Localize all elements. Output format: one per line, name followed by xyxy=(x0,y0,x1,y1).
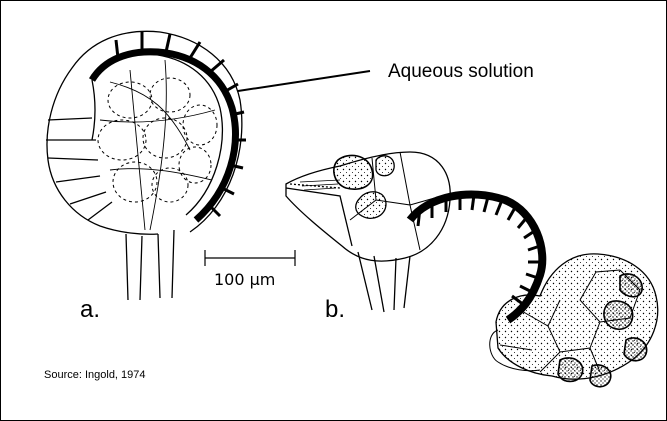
panel-a-label: a. xyxy=(80,296,100,324)
source-caption: Source: Ingold, 1974 xyxy=(44,369,146,381)
scale-bar-label: 100 µm xyxy=(214,270,275,289)
panel-b-label: b. xyxy=(325,296,345,324)
scale-bar xyxy=(205,250,295,266)
spore-b3 xyxy=(376,156,394,176)
panel-b-sporangium xyxy=(286,152,658,387)
spore-b2 xyxy=(356,192,386,219)
annulus-a xyxy=(92,52,235,220)
panel-a-sporangium xyxy=(46,31,246,300)
callout-label: Aqueous solution xyxy=(388,61,534,83)
spore-b1 xyxy=(334,155,373,189)
callout-line xyxy=(238,71,370,91)
